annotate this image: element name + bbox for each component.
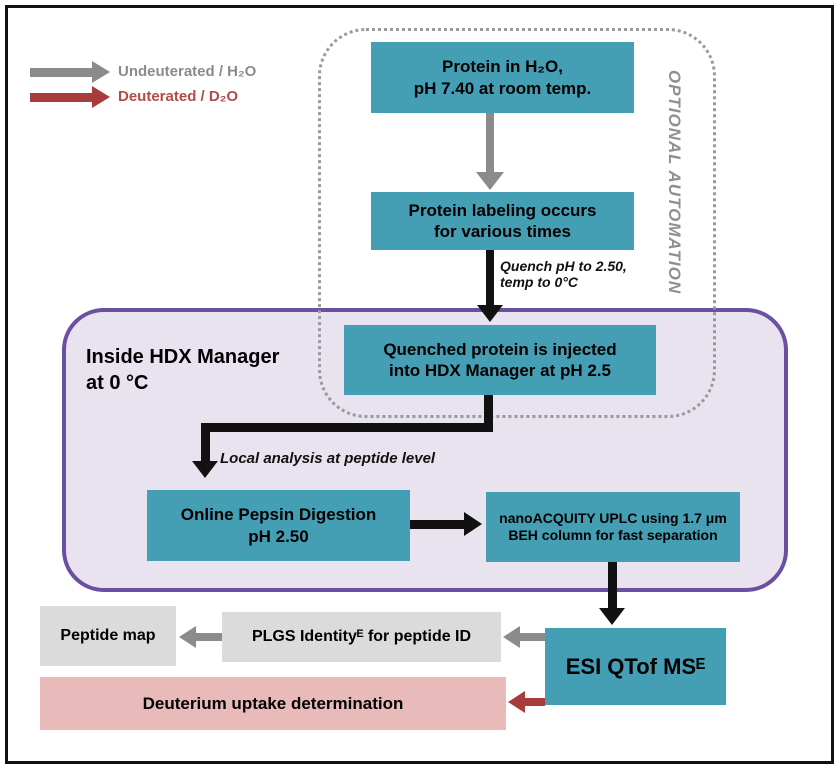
optional-automation-label: OPTIONAL AUTOMATION xyxy=(665,69,684,295)
arrow-protein-to-labeling xyxy=(486,113,494,174)
esi-qtof-box: ESI QTof MSᴱ xyxy=(545,628,726,705)
quench-annotation: Quench pH to 2.50, temp to 0°C xyxy=(500,258,627,290)
plgs-identity-box: PLGS Identityᴱ for peptide ID xyxy=(222,612,501,662)
uplc-box: nanoACQUITY UPLC using 1.7 μm BEH column… xyxy=(486,492,740,562)
arrowhead-plgs-to-peptidemap xyxy=(179,626,196,648)
peptide-map-box: Peptide map xyxy=(40,606,176,666)
legend-deuterated-label: Deuterated / D₂O xyxy=(118,88,239,105)
deuterium-uptake-box: Deuterium uptake determination xyxy=(40,677,506,730)
outer-frame xyxy=(5,5,834,764)
optional-automation-region xyxy=(318,28,716,418)
legend-undeuterated-label: Undeuterated / H₂O xyxy=(118,63,257,80)
protein-h2o-box: Protein in H₂O, pH 7.40 at room temp. xyxy=(371,42,634,113)
undeuterated-arrowhead-icon xyxy=(92,61,110,83)
arrow-pepsin-to-uplc xyxy=(410,520,466,529)
arrow-plgs-to-peptidemap xyxy=(195,633,222,641)
deuterated-arrow-icon xyxy=(30,93,92,102)
arrowhead-to-pepsin xyxy=(192,461,218,478)
hdx-manager-region-label: Inside HDX Manager at 0 °C xyxy=(86,346,280,394)
arrow-uplc-to-esi xyxy=(608,562,617,610)
arrow-esi-to-deuterium xyxy=(524,698,545,706)
arrowhead-esi-to-deuterium xyxy=(508,691,525,713)
connector-quenched-down xyxy=(484,395,493,432)
connector-quenched-horizontal xyxy=(201,423,493,432)
local-analysis-annotation: Local analysis at peptide level xyxy=(220,450,436,467)
arrowhead-protein-to-labeling xyxy=(476,172,504,190)
quenched-protein-box: Quenched protein is injected into HDX Ma… xyxy=(344,325,656,395)
arrowhead-pepsin-to-uplc xyxy=(464,512,482,536)
arrowhead-labeling-to-quenched xyxy=(477,305,503,322)
pepsin-digestion-box: Online Pepsin Digestion pH 2.50 xyxy=(147,490,410,561)
connector-quenched-down-left xyxy=(201,423,210,463)
undeuterated-arrow-icon xyxy=(30,68,92,77)
arrowhead-uplc-to-esi xyxy=(599,608,625,625)
protein-labeling-box: Protein labeling occurs for various time… xyxy=(371,192,634,250)
arrow-esi-to-plgs xyxy=(519,633,545,641)
deuterated-arrowhead-icon xyxy=(92,86,110,108)
arrow-labeling-to-quenched xyxy=(486,250,494,307)
arrowhead-esi-to-plgs xyxy=(503,626,520,648)
